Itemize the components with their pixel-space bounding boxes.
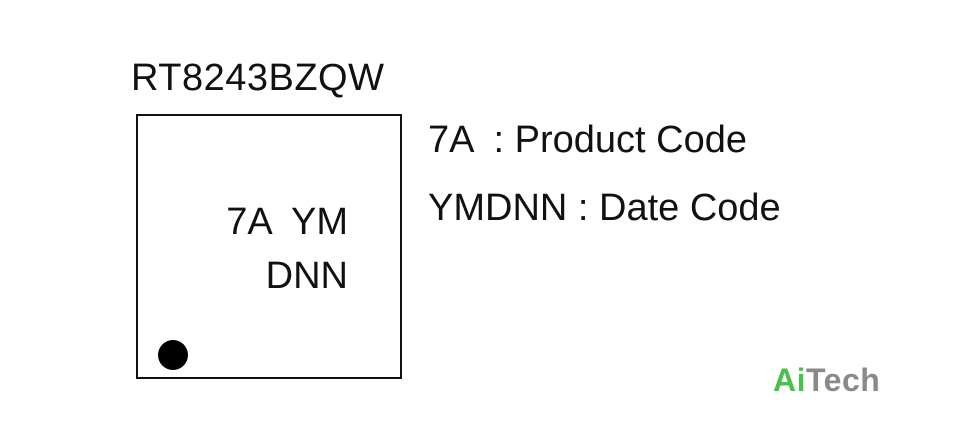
- legend-product-code: 7A : Product Code: [428, 118, 747, 162]
- aitech-watermark-logo: AiTech: [773, 360, 880, 400]
- chip-marking-line-2: DNN: [265, 255, 348, 297]
- legend-description: Product Code: [514, 119, 747, 161]
- chip-marking-line-1: 7A YM: [226, 201, 348, 243]
- watermark-part-tech: Tech: [806, 362, 881, 398]
- legend-date-code: YMDNN : Date Code: [428, 186, 781, 230]
- pin1-indicator-dot: [158, 340, 188, 370]
- watermark-part-ai: Ai: [773, 362, 806, 398]
- legend-separator: :: [472, 119, 515, 161]
- legend-separator: :: [567, 187, 600, 229]
- part-number-label: RT8243BZQW: [131, 57, 385, 99]
- legend-code: 7A: [428, 119, 473, 161]
- chip-package-outline: 7A YM DNN: [136, 114, 402, 379]
- legend-description: Date Code: [599, 187, 781, 229]
- legend-code: YMDNN: [428, 187, 568, 229]
